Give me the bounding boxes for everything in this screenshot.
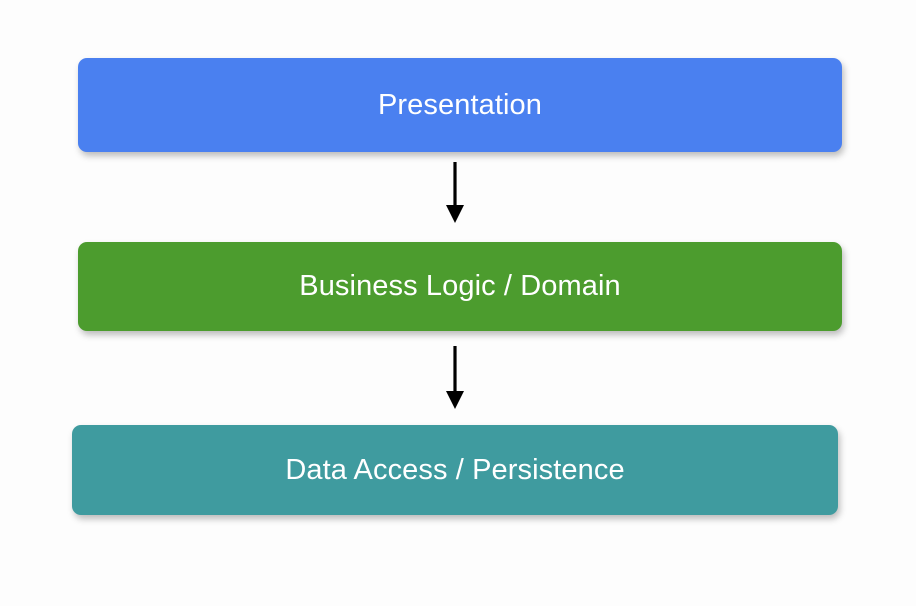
arrow-presentation-to-business-icon <box>446 162 464 223</box>
layer-box-business-logic[interactable]: Business Logic / Domain <box>78 242 842 331</box>
arrow-business-to-data-icon <box>446 346 464 409</box>
layer-box-presentation[interactable]: Presentation <box>78 58 842 152</box>
layer-box-data-access[interactable]: Data Access / Persistence <box>72 425 838 515</box>
layer-label-presentation: Presentation <box>377 88 543 121</box>
layer-label-data-access: Data Access / Persistence <box>285 453 625 486</box>
layer-label-business-logic: Business Logic / Domain <box>299 270 621 302</box>
